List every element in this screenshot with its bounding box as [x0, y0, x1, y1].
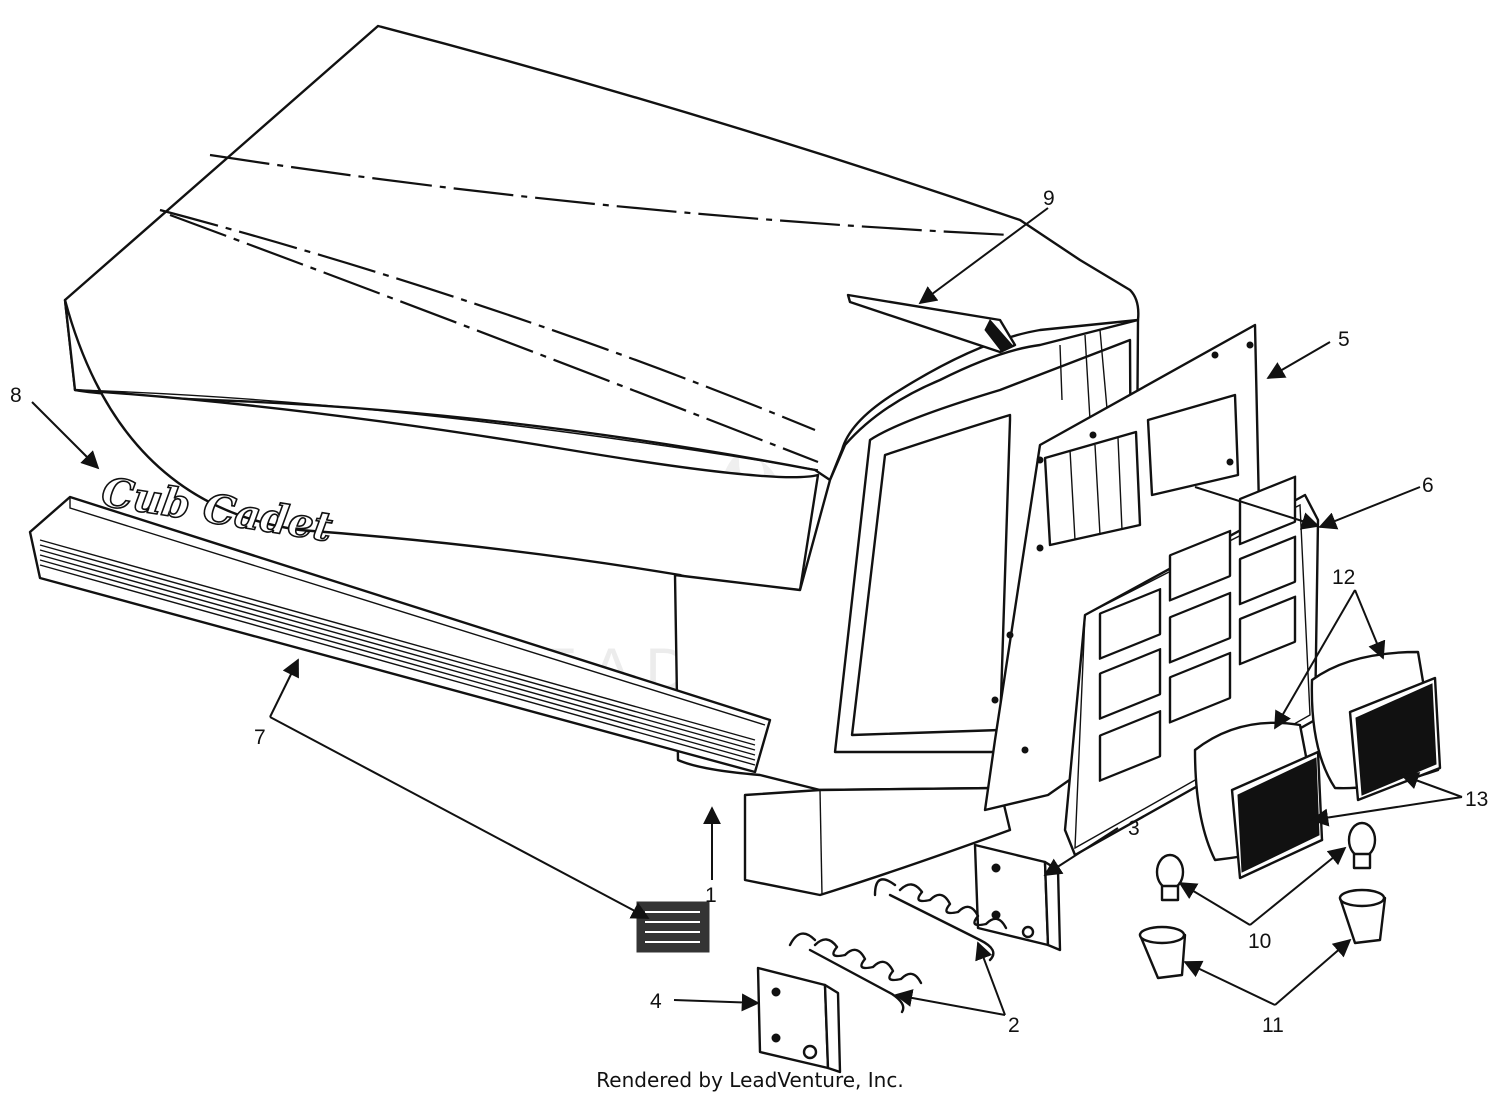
headlight-left: [1193, 721, 1324, 880]
socket-left: [1138, 925, 1187, 980]
grille-screen: [1063, 475, 1320, 857]
render-credit: Rendered by LeadVenture, Inc.: [596, 1068, 904, 1092]
callout-1: 1: [705, 884, 717, 907]
hood-ornament: [846, 293, 1017, 354]
leader-lines: [31, 207, 1463, 1016]
headlight-right: [1310, 650, 1442, 802]
socket-right: [1338, 888, 1387, 945]
callout-4: 4: [650, 990, 662, 1013]
hinge-bracket-right: [973, 843, 1062, 952]
callouts: 1 2 3 4 5 6 7 8 9 10 11 12 13: [10, 187, 1488, 1037]
callout-5: 5: [1338, 328, 1350, 351]
callout-6: 6: [1422, 474, 1434, 497]
callout-9: 9: [1043, 187, 1055, 210]
callout-7: 7: [254, 726, 266, 749]
callout-3: 3: [1128, 817, 1140, 840]
bulb-left: [1155, 853, 1185, 902]
callout-10: 10: [1248, 930, 1271, 953]
callout-11: 11: [1262, 1014, 1284, 1037]
bulb-right: [1347, 821, 1377, 870]
callout-13: 13: [1465, 788, 1488, 811]
bumper-trim: [28, 495, 772, 774]
hinge-bracket-left: [756, 966, 842, 1074]
callout-2: 2: [1008, 1014, 1020, 1037]
callout-12: 12: [1332, 566, 1355, 589]
callout-8: 8: [10, 384, 22, 407]
hood: [63, 24, 1140, 897]
decal-patch: [636, 901, 710, 953]
